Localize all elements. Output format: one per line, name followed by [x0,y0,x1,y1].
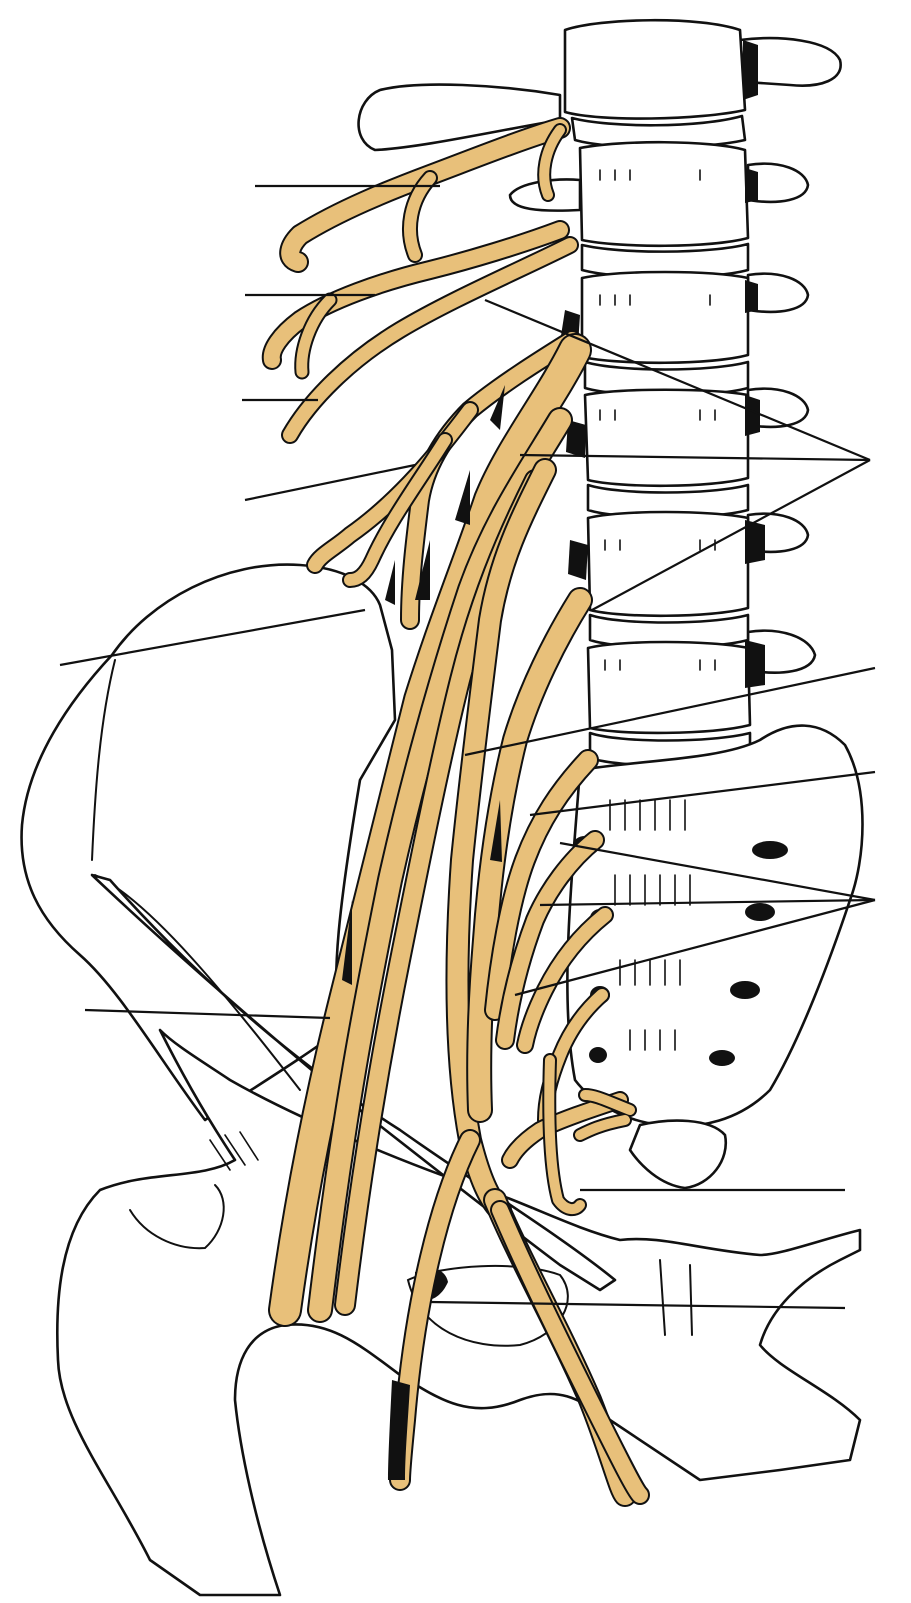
nerve-shading-2 [455,470,470,525]
vertebra-l2 [582,272,748,363]
sacral-foramen-4 [709,1050,735,1066]
shade-spine-1 [743,40,758,100]
nerve-shading-4 [385,560,395,605]
sacral-foramen-left-4 [589,1047,607,1063]
vertebra-l3 [585,390,748,486]
genitofemoral-branch-b [350,440,445,580]
iliohypogastric-branch [410,178,430,255]
sacrum [567,726,862,1127]
shade-spine-3 [745,280,758,313]
sacral-foramen-1 [752,841,788,859]
vertebra-l5 [588,642,750,733]
shade-spine-4 [745,395,760,436]
shade-spine-6 [745,640,765,688]
vertebra-t12 [565,20,745,118]
vertebra-l1 [580,142,748,246]
shade-left-spine-3 [568,540,588,580]
shade-spine-2 [745,168,758,203]
sacral-foramen-2 [745,903,775,921]
sacral-foramen-3 [730,981,760,999]
coccyx [630,1121,726,1188]
